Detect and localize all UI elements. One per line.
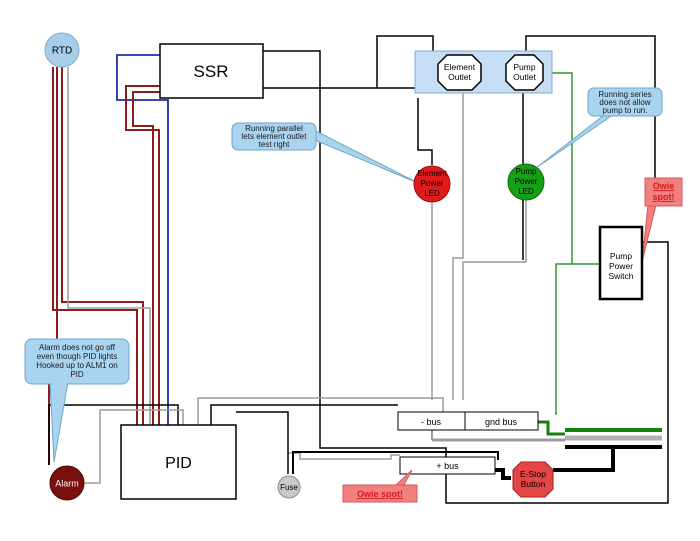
minus-bus-label: - bus bbox=[421, 417, 442, 427]
element-outlet: Element Outlet bbox=[437, 54, 482, 91]
callout-series-line2: does not allow bbox=[599, 98, 650, 107]
pump-led-down bbox=[462, 200, 527, 400]
pid-gray-to-bus bbox=[197, 397, 444, 425]
callout-alarm: Alarm does not go off even though PID li… bbox=[24, 338, 130, 463]
callout-parallel-line2: lets element outlet bbox=[242, 132, 308, 141]
callout-parallel: Running parallel lets element outlet tes… bbox=[231, 122, 419, 184]
ssr-wire-maroon-b bbox=[132, 91, 160, 425]
alarm-black-wire bbox=[48, 404, 179, 465]
rtd-sensor: RTD bbox=[44, 32, 80, 68]
callout-alarm-line1: Alarm does not go off bbox=[39, 343, 116, 352]
element-outlet-line2: Outlet bbox=[448, 72, 471, 82]
pump-outlet-line2: Outlet bbox=[513, 72, 536, 82]
fuse-label: Fuse bbox=[280, 483, 298, 492]
plus-bus-gray-wire bbox=[288, 452, 400, 460]
callout-series-line3: pump to run. bbox=[603, 106, 648, 115]
outlet-panel: Element Outlet Pump Outlet bbox=[414, 50, 553, 94]
pump-outlet-line1: Pump bbox=[513, 62, 535, 72]
rtd-label: RTD bbox=[52, 46, 72, 57]
pump-power-led: Pump Power LED bbox=[507, 163, 545, 201]
plus-busbar: + bus bbox=[399, 456, 496, 475]
warning-owie-plus-bus: Owie spot! bbox=[342, 469, 418, 503]
element-outlet-line1: Element bbox=[444, 62, 476, 72]
pump-led-line1: Pump bbox=[516, 167, 537, 176]
rtd-wire-maroon-2 bbox=[61, 67, 144, 425]
callout-alarm-line3: Hooked up to ALM1 on bbox=[36, 361, 117, 370]
switch-right-black bbox=[642, 241, 669, 300]
estop-button: E-Stop Button bbox=[512, 461, 554, 498]
pump-switch-line3: Switch bbox=[608, 271, 633, 281]
callout-alarm-line2: even though PID lights bbox=[37, 352, 118, 361]
fuse-black-wire bbox=[292, 451, 499, 474]
pump-switch-line1: Pump bbox=[610, 251, 632, 261]
element-led-feed bbox=[417, 98, 433, 165]
pump-switch-line2: Power bbox=[609, 261, 633, 271]
alarm-gray-wire bbox=[84, 409, 184, 484]
top-black-wire bbox=[376, 35, 434, 88]
element-led-line1: Element bbox=[417, 169, 447, 178]
plus-bus-label: + bus bbox=[436, 461, 459, 471]
ssr-label: SSR bbox=[194, 62, 229, 81]
warning-owie-plus-bus-label: Owie spot! bbox=[357, 489, 403, 499]
estop-line2: Button bbox=[521, 479, 546, 489]
pump-outlet: Pump Outlet bbox=[505, 54, 544, 91]
pid-label: PID bbox=[165, 455, 192, 472]
pump-outlet-green bbox=[543, 72, 573, 415]
pump-led-line3: LED bbox=[518, 187, 534, 196]
gnd-bus-label: gnd bus bbox=[485, 417, 518, 427]
pid-black-to-bus bbox=[210, 404, 398, 425]
minus-gnd-busbar: - bus gnd bus bbox=[397, 411, 539, 431]
ssr-load-wire bbox=[263, 50, 669, 504]
callout-parallel-line1: Running parallel bbox=[245, 124, 303, 133]
ssr-wire-maroon-a bbox=[125, 85, 160, 425]
warning-owie-switch-line1: Owie bbox=[653, 181, 675, 191]
element-outlet-down bbox=[452, 91, 464, 400]
callout-alarm-line4: PID bbox=[70, 370, 84, 379]
fuse: Fuse bbox=[277, 475, 301, 499]
alarm-indicator: Alarm bbox=[49, 465, 85, 501]
estop-to-bar bbox=[553, 447, 615, 472]
ssr-box: SSR bbox=[159, 43, 264, 99]
element-power-led: Element Power LED bbox=[413, 165, 451, 203]
callout-series-line1: Running series bbox=[598, 90, 651, 99]
element-led-line3: LED bbox=[424, 189, 440, 198]
wires bbox=[48, 35, 669, 504]
rtd-wire-gray bbox=[67, 67, 151, 425]
warning-owie-switch: Owie spot! bbox=[641, 177, 683, 263]
element-led-line2: Power bbox=[421, 179, 444, 188]
rtd-wire-maroon-3 bbox=[52, 67, 138, 425]
gnd-green-wire bbox=[538, 420, 565, 436]
callout-series: Running series does not allow pump to ru… bbox=[535, 87, 663, 169]
estop-line1: E-Stop bbox=[520, 469, 546, 479]
alarm-label: Alarm bbox=[55, 479, 79, 489]
ssr-wire-blue bbox=[116, 54, 169, 425]
callout-parallel-line3: test right bbox=[259, 140, 290, 149]
warning-owie-switch-line2: spot! bbox=[653, 192, 675, 202]
pump-power-switch: Pump Power Switch bbox=[598, 225, 644, 301]
pid-to-fuse bbox=[236, 411, 289, 474]
pid-controller: PID bbox=[120, 424, 237, 500]
plus-bus-to-estop bbox=[495, 468, 511, 480]
pump-led-line2: Power bbox=[515, 177, 538, 186]
